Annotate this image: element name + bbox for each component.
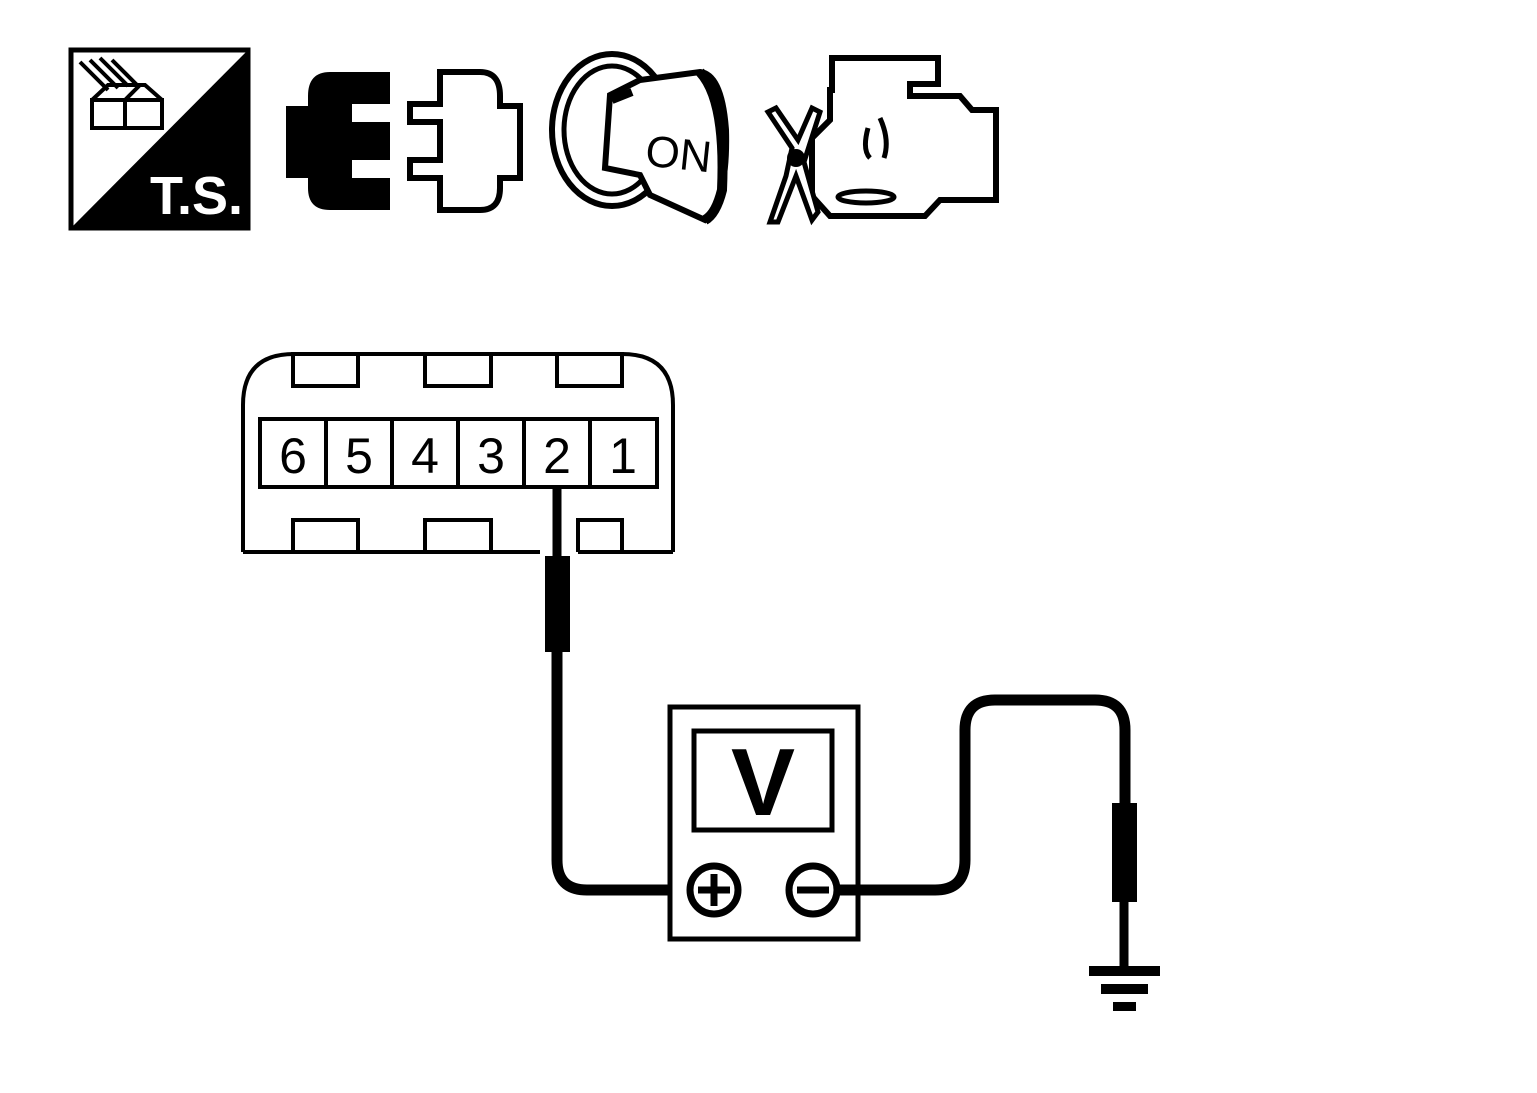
meter-display-label: V [731,729,795,836]
pin-label: 4 [411,428,439,484]
harness-connector: 6 5 4 3 2 1 [241,352,675,554]
voltmeter: V [667,704,861,942]
ignition-key-icon: ON [549,51,730,225]
negative-probe [837,694,1137,966]
pin-label: 2 [543,428,571,484]
pin-label: 5 [345,428,373,484]
connector-disconnect-icon [286,69,523,213]
pin-label: 3 [477,428,505,484]
positive-probe [545,487,672,896]
ts-badge-label: T.S. [150,166,243,226]
ground-symbol-icon [1089,966,1160,1011]
minus-terminal-icon [785,862,841,918]
engine-stopped-icon [764,55,999,226]
test-harness-ts-icon: T.S. [68,47,251,231]
pin-label: 1 [609,428,637,484]
pin-label: 6 [279,428,307,484]
plus-terminal-icon [686,862,742,918]
ignition-on-label: ON [643,127,714,183]
